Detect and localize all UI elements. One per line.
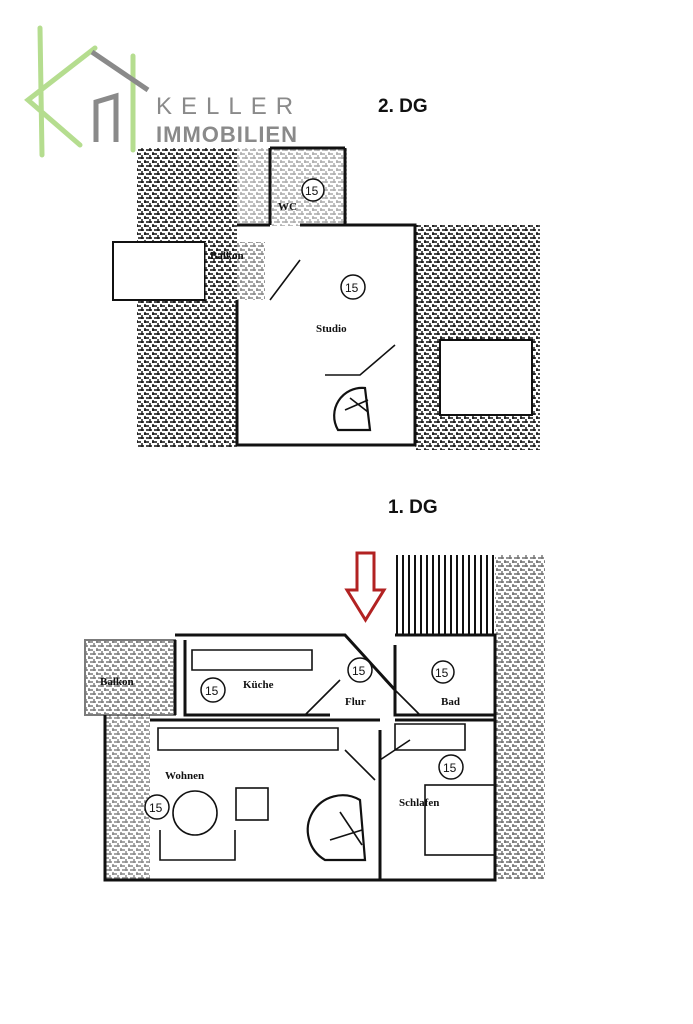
room-marker [301, 178, 325, 202]
logo-k-mark [24, 25, 98, 158]
upper-room-label: Balkon [210, 250, 244, 262]
room-marker-number: 15 [345, 281, 359, 295]
lower-floor-title: 1. DG [388, 497, 438, 518]
logo-house-icon [90, 49, 150, 142]
upper-room-label: Studio [316, 323, 347, 335]
lower-room-label: Schlafen [399, 797, 439, 809]
logo: KELLER IMMOBILIEN [24, 25, 302, 158]
room-marker-number: 15 [205, 684, 219, 698]
room-marker [144, 794, 170, 820]
lower-floor-plan: Balkon Küche 15 Flur 15 Bad 15 Wohnen 15… [84, 555, 545, 882]
lower-room-label: Küche [243, 679, 274, 691]
upper-room-label: WC [278, 201, 297, 213]
logo-line1: KELLER [156, 93, 302, 120]
room-marker-number: 15 [305, 184, 319, 198]
logo-line2: IMMOBILIEN [156, 122, 298, 147]
lower-room-label: Balkon [100, 676, 134, 688]
room-marker [438, 754, 464, 780]
room-marker [347, 657, 373, 683]
room-marker [340, 274, 366, 300]
room-marker-number: 15 [149, 801, 163, 815]
upper-floor-plan: Balkon WC 15 Studio 15 [112, 146, 540, 450]
entrance-arrow-icon [344, 551, 387, 623]
room-marker [200, 677, 226, 703]
room-marker [431, 660, 455, 684]
upper-floor-title: 2. DG [378, 96, 428, 117]
room-marker-number: 15 [443, 761, 457, 775]
lower-room-label: Bad [441, 696, 460, 708]
room-marker-number: 15 [352, 664, 366, 678]
lower-room-label: Wohnen [165, 770, 204, 782]
lower-room-label: Flur [345, 696, 366, 708]
room-marker-number: 15 [435, 666, 449, 680]
